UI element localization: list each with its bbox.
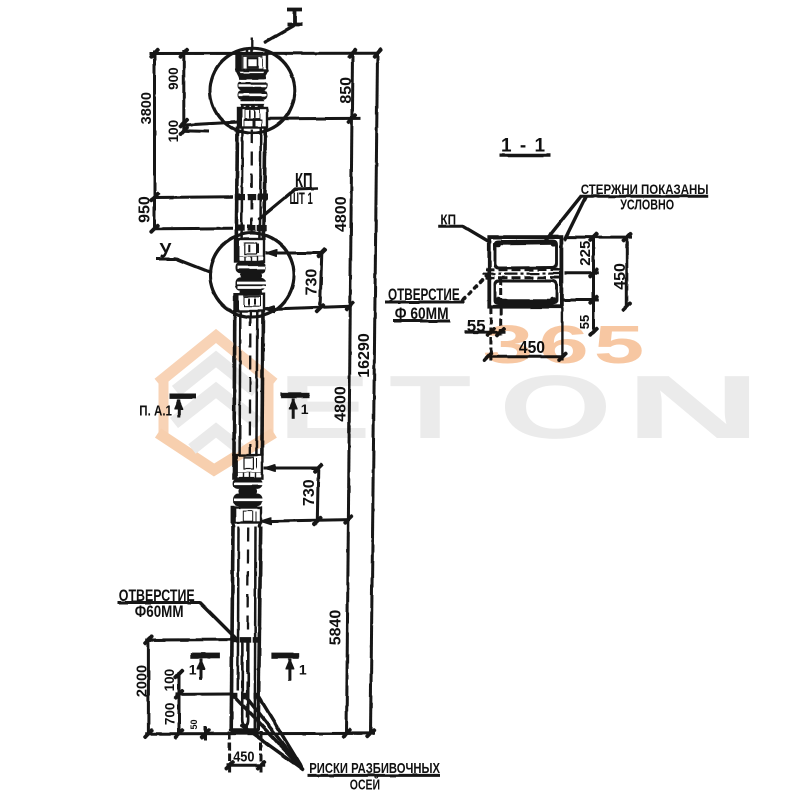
svg-text:ШТ 1: ШТ 1 xyxy=(290,189,314,208)
svg-text:4800: 4800 xyxy=(333,386,350,422)
svg-text:730: 730 xyxy=(301,479,318,506)
svg-text:1: 1 xyxy=(189,662,197,678)
svg-text:50: 50 xyxy=(189,719,199,729)
svg-text:5840: 5840 xyxy=(328,610,345,646)
svg-text:450: 450 xyxy=(233,749,255,765)
svg-text:225: 225 xyxy=(577,241,594,266)
svg-text:450: 450 xyxy=(612,263,629,290)
svg-text:1 - 1: 1 - 1 xyxy=(501,136,547,157)
svg-text:T: T xyxy=(389,357,471,458)
svg-text:2000: 2000 xyxy=(135,665,151,697)
svg-text:450: 450 xyxy=(519,337,545,357)
svg-text:КП: КП xyxy=(295,169,313,191)
svg-text:Ф60ММ: Ф60ММ xyxy=(135,603,184,622)
svg-text:100: 100 xyxy=(162,669,177,692)
svg-text:У: У xyxy=(160,240,172,263)
svg-text:ОТВЕРСТИЕ: ОТВЕРСТИЕ xyxy=(119,587,195,605)
svg-text:950: 950 xyxy=(137,196,154,223)
svg-text:ОТВЕРСТИЕ: ОТВЕРСТИЕ xyxy=(388,286,460,305)
svg-text:E: E xyxy=(278,357,371,458)
svg-text:СТЕРЖНИ ПОКАЗАНЫ: СТЕРЖНИ ПОКАЗАНЫ xyxy=(581,181,709,197)
svg-text:55: 55 xyxy=(577,315,592,329)
svg-text:1: 1 xyxy=(301,401,309,417)
svg-text:55: 55 xyxy=(467,317,486,336)
svg-text:1: 1 xyxy=(299,662,307,678)
svg-text:16290: 16290 xyxy=(356,333,373,378)
svg-text:УСЛОВНО: УСЛОВНО xyxy=(620,196,674,213)
svg-text:365: 365 xyxy=(483,314,650,374)
svg-text:3800: 3800 xyxy=(139,92,155,124)
svg-text:КП: КП xyxy=(440,211,456,227)
svg-text:РИСКИ РАЗБИВОЧНЫХ: РИСКИ РАЗБИВОЧНЫХ xyxy=(309,759,440,776)
svg-text:100: 100 xyxy=(166,120,181,143)
svg-text:730: 730 xyxy=(304,269,321,296)
svg-text:850: 850 xyxy=(338,77,355,104)
svg-text:N: N xyxy=(625,357,762,458)
svg-text:ОСЕЙ: ОСЕЙ xyxy=(350,776,380,793)
svg-text:900: 900 xyxy=(166,67,181,90)
svg-text:O: O xyxy=(499,357,612,457)
svg-text:4800: 4800 xyxy=(333,196,350,232)
svg-text:Ф 60ММ: Ф 60ММ xyxy=(395,305,449,324)
svg-text:700: 700 xyxy=(163,703,178,726)
